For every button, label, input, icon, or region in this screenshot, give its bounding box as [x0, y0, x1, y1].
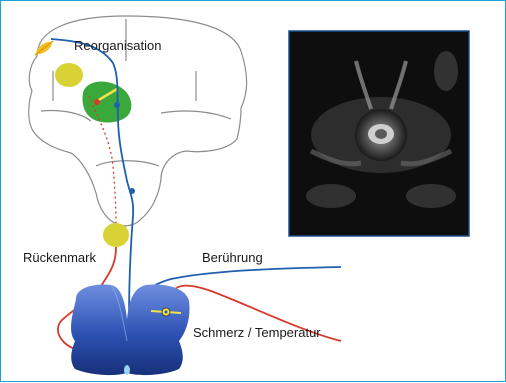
label-schmerz-temperatur: Schmerz / Temperatur [193, 325, 321, 340]
cortex-nucleus [55, 63, 83, 87]
label-reorganisation: Reorganisation [74, 38, 161, 53]
mri-image [289, 31, 469, 236]
thalamus-region [83, 81, 132, 122]
spinal-nucleus [103, 223, 129, 247]
neuron-icon [129, 188, 135, 194]
label-beruehrung: Berührung [202, 250, 263, 265]
label-rueckenmark: Rückenmark [23, 250, 96, 265]
central-canal [124, 365, 130, 375]
spinal-cord-section [71, 285, 190, 376]
neuron-icon [94, 99, 100, 105]
yellow-receptor-icon [34, 40, 53, 57]
